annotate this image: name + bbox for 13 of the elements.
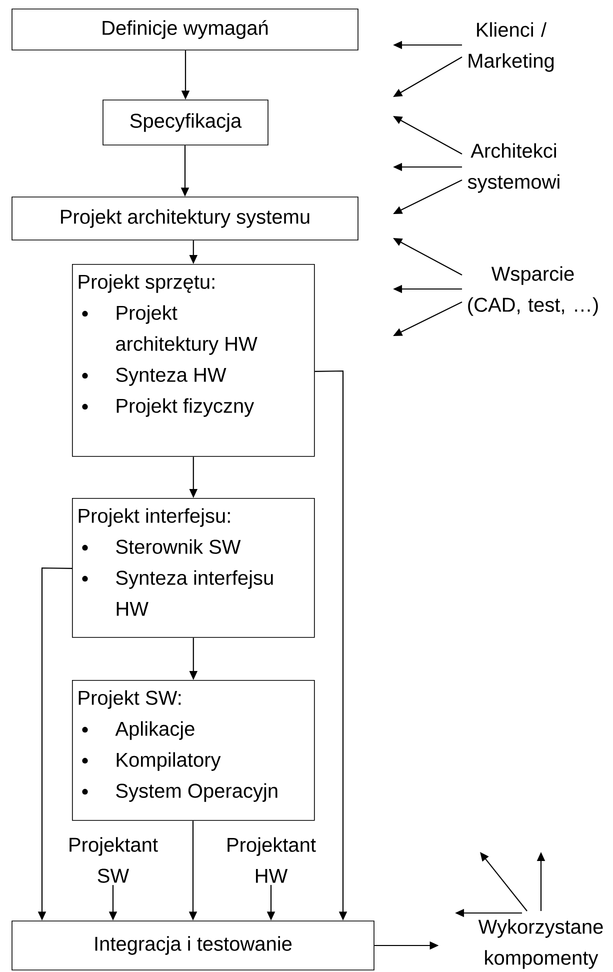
side-label: Wykorzystane kompomenty xyxy=(478,919,603,969)
side-label: Klienci / Marketing xyxy=(468,22,554,72)
process-box: Specyfikacja xyxy=(102,100,268,146)
process-box: Definicje wymagań xyxy=(12,8,358,50)
side-label: Projektant HW xyxy=(228,837,316,883)
process-box: Integracja i testowanie xyxy=(12,920,374,970)
process-box: Projekt SW: Aplikacje Kompilatory System Operacyjn xyxy=(72,680,315,821)
process-box: Projekt sprzętu: Projekt architektury HW Synteza HW Projekt fizyczny xyxy=(72,264,315,457)
side-label: Architekci systemowi xyxy=(468,143,560,193)
process-box: Projekt interfejsu: Sterownik SW Synteza interfejsu HW xyxy=(72,498,315,638)
side-label: Wsparcie (CAD, test, …) xyxy=(468,266,598,316)
process-box: Projekt architektury systemu xyxy=(12,196,358,240)
side-label: Projektant SW xyxy=(70,837,158,883)
